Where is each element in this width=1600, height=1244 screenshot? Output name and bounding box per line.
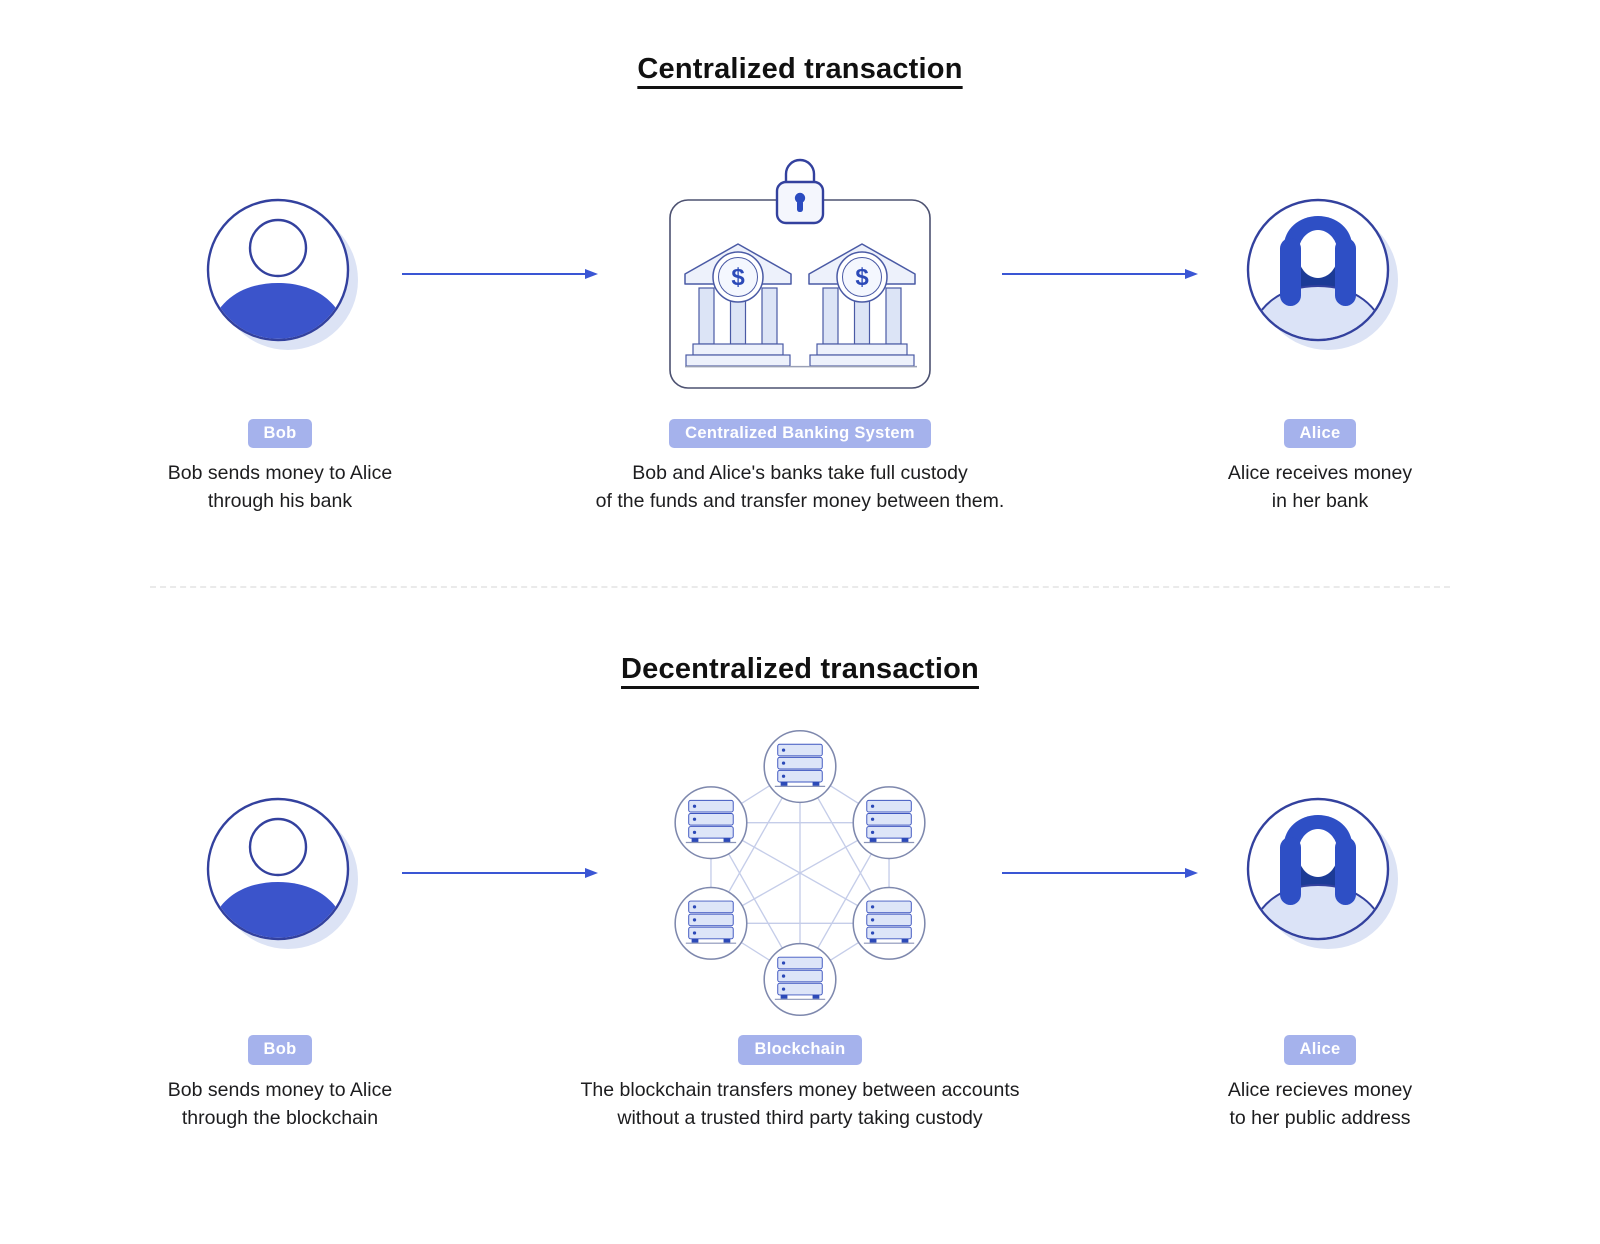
centralized-section: Centralized transaction Bob Bo	[0, 0, 1600, 516]
blockchain-caption: The blockchain transfers money between a…	[580, 1078, 1020, 1129]
alice-graphic-box	[1150, 139, 1490, 409]
arrow-box	[1002, 139, 1198, 409]
alice-avatar-icon	[1246, 797, 1398, 949]
bob-column-decentralized: Bob Bob sends money to Alice through the…	[110, 720, 450, 1132]
blockchain-badge: Blockchain	[738, 1035, 862, 1065]
bob-badge: Bob	[247, 1035, 313, 1065]
arrow-box	[1002, 720, 1198, 1025]
alice-badge: Alice	[1283, 1035, 1357, 1065]
server-node-icon	[674, 886, 748, 960]
alice-column-decentralized: Alice Alice recieves money to her public…	[1150, 720, 1490, 1132]
arrow-box	[402, 720, 598, 1025]
arrow-right-icon	[1002, 268, 1198, 279]
bob-avatar-icon	[206, 198, 358, 350]
alice-avatar-icon	[1246, 198, 1398, 350]
bob-column-centralized: Bob Bob sends money to Alice through his…	[110, 139, 450, 516]
banking-system-badge: Centralized Banking System	[669, 418, 931, 449]
bob-caption: Bob sends money to Alice through the blo…	[167, 1078, 393, 1129]
server-node-icon	[763, 729, 837, 804]
bank-icon: $	[808, 243, 916, 367]
bob-graphic-box	[110, 139, 450, 409]
server-node-icon	[763, 942, 837, 1017]
decentralized-section: Decentralized transaction Bob	[0, 588, 1600, 1133]
centralized-title: Centralized transaction	[637, 53, 963, 85]
arrow-right-icon	[402, 268, 598, 279]
blockchain-column: Blockchain The blockchain transfers mone…	[550, 720, 1050, 1132]
server-node-icon	[674, 786, 748, 860]
banking-column: $ $	[550, 139, 1050, 516]
dollar-sign: $	[855, 264, 869, 291]
banking-graphic-box: $ $	[550, 139, 1050, 409]
bob-caption: Bob sends money to Alice through his ban…	[167, 462, 393, 512]
decentralized-flow-row: Bob Bob sends money to Alice through the…	[0, 720, 1600, 1132]
dollar-sign: $	[731, 264, 745, 291]
arrow-right-icon	[402, 867, 598, 878]
flow-arrow-col	[1002, 139, 1198, 409]
arrow-box	[402, 139, 598, 409]
flow-arrow-col	[1002, 720, 1198, 1025]
server-node-icon	[852, 786, 926, 860]
section-divider	[150, 585, 1450, 588]
server-node-icon	[852, 886, 926, 960]
arrow-right-icon	[1002, 867, 1198, 878]
bob-graphic-box	[110, 720, 450, 1025]
alice-caption: Alice recieves money to her public addre…	[1227, 1078, 1413, 1129]
flow-arrow-col	[402, 139, 598, 409]
blockchain-graphic-box	[550, 720, 1050, 1025]
alice-graphic-box	[1150, 720, 1490, 1025]
alice-caption: Alice receives money in her bank	[1227, 462, 1413, 512]
decentralized-title: Decentralized transaction	[621, 652, 979, 685]
banking-system-caption: Bob and Alice's banks take full custody …	[595, 462, 1005, 512]
flow-arrow-col	[402, 720, 598, 1025]
alice-column-centralized: Alice Alice receives money in her bank	[1150, 139, 1490, 516]
centralized-banking-icon: $ $	[669, 158, 931, 389]
blockchain-network-icon	[674, 729, 926, 1017]
alice-badge: Alice	[1283, 418, 1357, 449]
bob-avatar-icon	[206, 797, 358, 949]
centralized-flow-row: Bob Bob sends money to Alice through his…	[0, 139, 1600, 516]
bank-icon: $	[684, 243, 792, 367]
bob-badge: Bob	[247, 418, 313, 449]
lock-icon	[775, 158, 825, 224]
